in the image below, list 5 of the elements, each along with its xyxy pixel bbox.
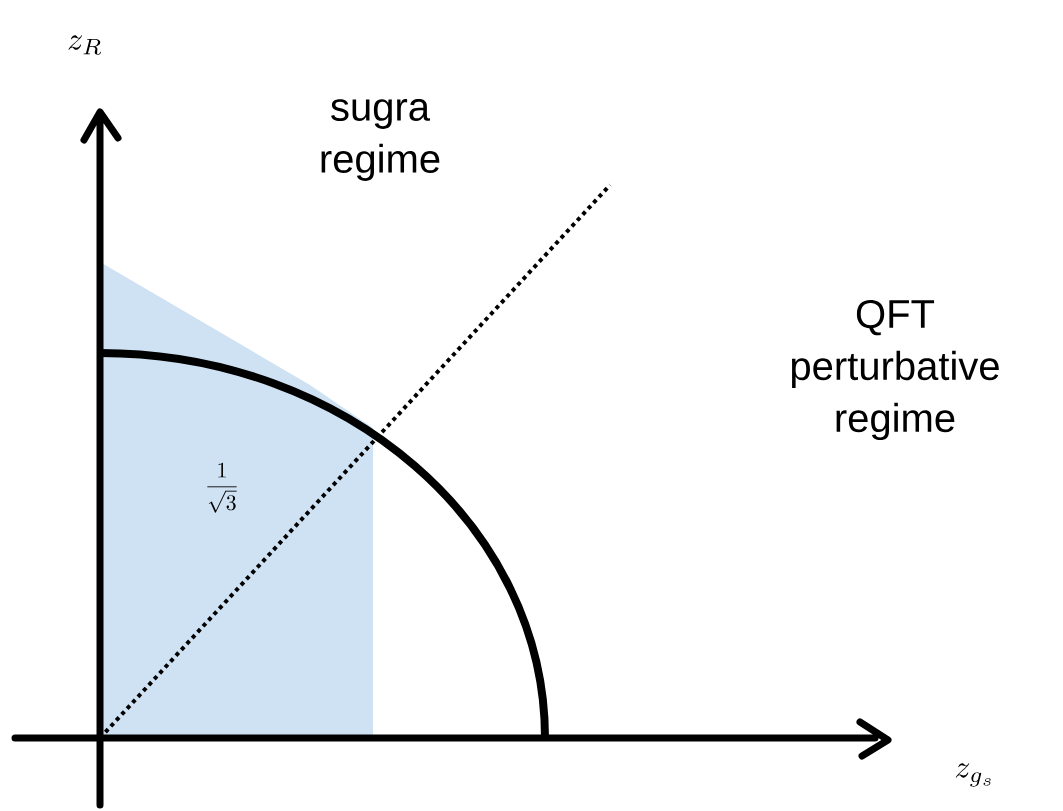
axis-label: $z_{g_s}$: [955, 763, 991, 787]
axis-label: $z_R$: [68, 35, 101, 55]
region-label: sugra regime: [321, 99, 440, 181]
value-label: $\frac{1}{\sqrt{3}}$: [207, 462, 237, 513]
region-label: QFT perturbative regime: [791, 299, 999, 441]
